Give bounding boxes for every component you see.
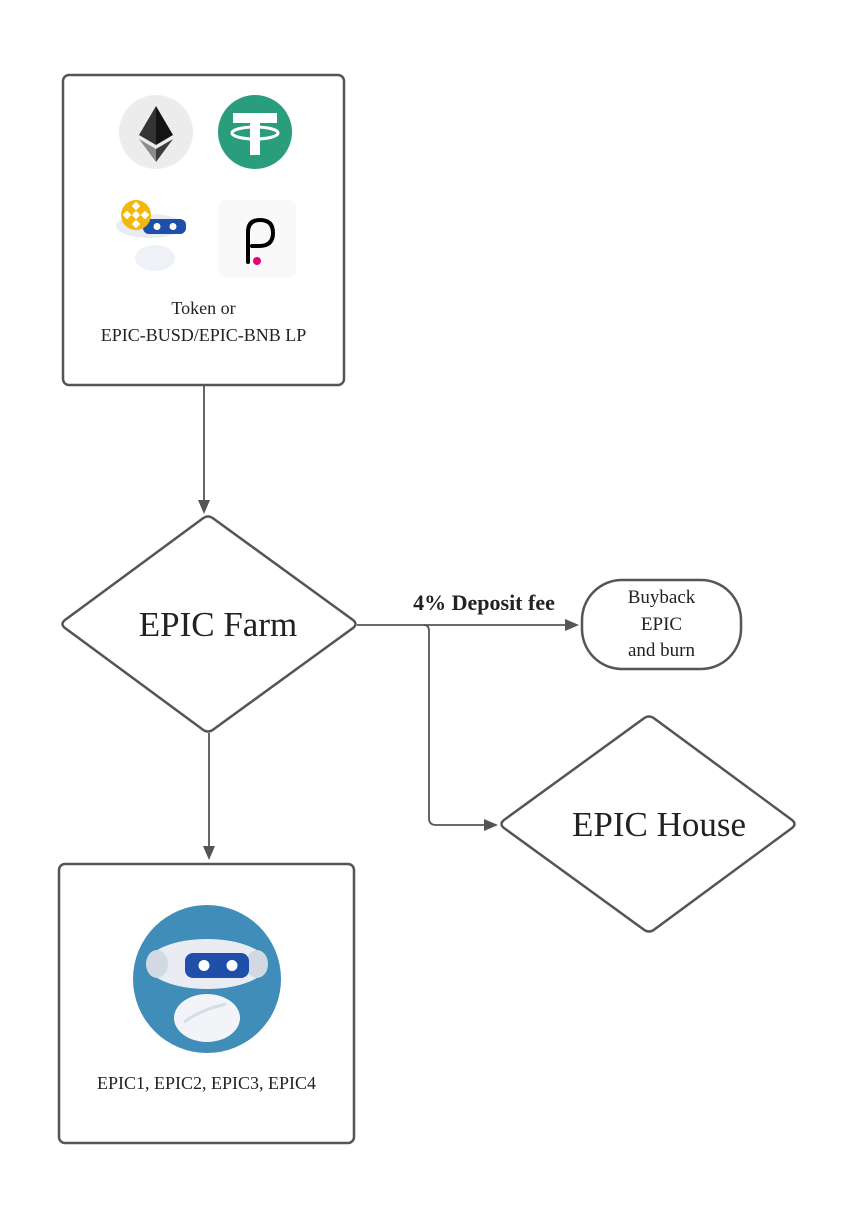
house-node-diamond (500, 715, 796, 933)
output-node-label: EPIC1, EPIC2, EPIC3, EPIC4 (97, 1073, 316, 1093)
output-node: EPIC1, EPIC2, EPIC3, EPIC4 (57, 862, 356, 1145)
epic-bnb-icon (116, 200, 186, 271)
buyback-line2: EPIC (641, 614, 682, 635)
house-node: EPIC House (500, 715, 796, 933)
input-node: Token or EPIC-BUSD/EPIC-BNB LP (61, 73, 346, 387)
input-node-line2: EPIC-BUSD/EPIC-BNB LP (101, 325, 307, 345)
house-node-label: EPIC House (572, 805, 746, 844)
buyback-node-box (580, 578, 743, 671)
tether-icon (218, 95, 292, 169)
epic-robot-icon (133, 905, 281, 1053)
connector-farm-to-house (423, 624, 498, 831)
buyback-line1: Buyback (628, 587, 696, 608)
buyback-line3: and burn (628, 640, 696, 661)
connector-input-to-farm (198, 385, 210, 514)
ethereum-icon (119, 95, 193, 169)
polkadot-icon (218, 200, 296, 278)
connector-farm-to-buyback (357, 619, 579, 631)
farm-node-diamond (61, 515, 357, 733)
input-node-line1: Token or (171, 298, 235, 318)
connector-farm-to-output (203, 733, 215, 860)
buyback-node: Buyback EPIC and burn (580, 578, 743, 671)
deposit-fee-label: 4% Deposit fee (413, 590, 555, 615)
farm-node-label: EPIC Farm (139, 605, 297, 644)
farm-node: EPIC Farm (61, 515, 357, 733)
